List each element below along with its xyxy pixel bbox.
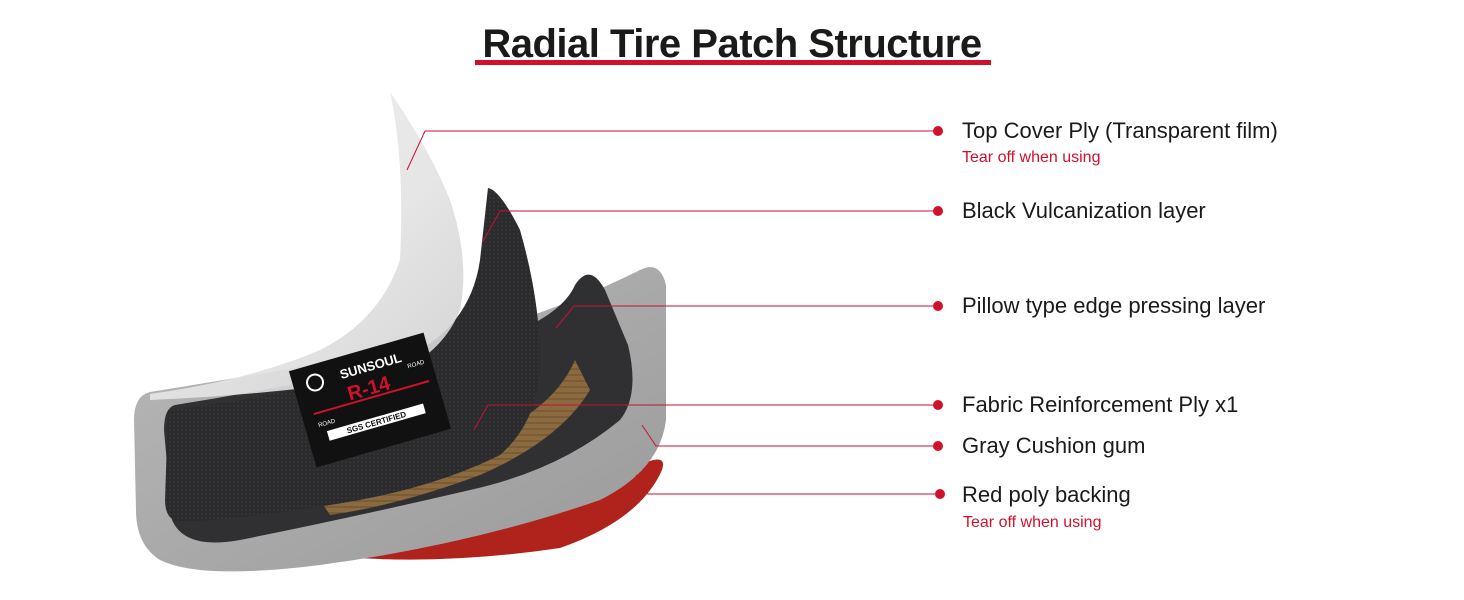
leader-line-black-vulcanization — [481, 210, 938, 244]
leader-dot-red-backing — [935, 489, 945, 499]
title-underline — [475, 60, 991, 65]
leader-line-fabric — [473, 404, 938, 431]
leader-line-pillow-edge — [555, 305, 938, 329]
black-vulcanization-layer-shape — [165, 188, 540, 522]
leader-dot-top-cover — [933, 126, 943, 136]
leader-line-gray-cushion — [641, 424, 938, 447]
leader-dot-pillow-edge — [933, 301, 943, 311]
leader-line-red-backing — [635, 474, 940, 495]
top-cover-film-shape — [150, 92, 464, 400]
leader-dots — [933, 126, 945, 499]
leader-dot-fabric — [933, 400, 943, 410]
layer-note-top-cover: Tear off when using — [962, 149, 1101, 166]
title-container: Radial Tire Patch Structure — [0, 22, 1464, 73]
layer-label-black-vulcanization: Black Vulcanization layer — [962, 198, 1206, 223]
label-left-arrow-text: ROAD — [318, 418, 337, 429]
layer-label-red-backing: Red poly backing — [962, 482, 1131, 507]
leader-line-top-cover — [406, 130, 938, 171]
layer-label-pillow-edge: Pillow type edge pressing layer — [962, 293, 1266, 318]
layer-note-red-backing: Tear off when using — [963, 514, 1102, 531]
layer-label-fabric: Fabric Reinforcement Ply x1 — [962, 392, 1239, 417]
leader-dot-black-vulcanization — [933, 206, 943, 216]
product-label — [288, 332, 452, 468]
leader-dot-gray-cushion — [933, 441, 943, 451]
layer-label-top-cover: Top Cover Ply (Transparent film) — [962, 118, 1278, 143]
layer-label-gray-cushion: Gray Cushion gum — [962, 433, 1146, 458]
leader-lines — [406, 130, 940, 495]
label-right-arrow-text: ROAD — [407, 359, 426, 370]
page-title: Radial Tire Patch Structure — [482, 22, 982, 66]
